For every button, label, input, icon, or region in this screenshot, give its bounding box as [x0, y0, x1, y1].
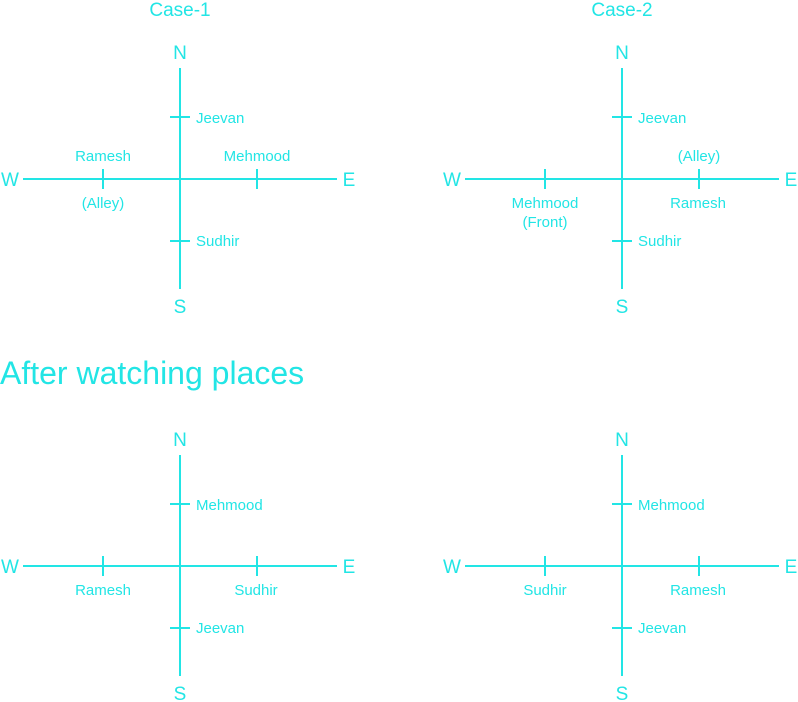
after1-south-label: S — [174, 684, 187, 702]
case2-south-tick-label: Sudhir — [638, 233, 681, 250]
after1-south-tick-label: Jeevan — [196, 620, 244, 637]
after2-east-label: E — [785, 557, 798, 578]
after1-west-label: W — [1, 557, 19, 578]
after1-east-label: E — [343, 557, 356, 578]
after1-north-label: N — [173, 430, 187, 451]
after-watching-heading: After watching places — [0, 355, 304, 391]
case1-west-label: W — [1, 170, 19, 191]
after2-west-label: W — [443, 557, 461, 578]
case1-south-tick-label: Sudhir — [196, 233, 239, 250]
case2-west-label: W — [443, 170, 461, 191]
after2-west-below-label: Sudhir — [523, 582, 566, 599]
case2-east-below-label: Ramesh — [670, 195, 726, 212]
after1-west-below-label: Ramesh — [75, 582, 131, 599]
case1-south-label: S — [174, 297, 187, 318]
case2-north-label: N — [615, 43, 629, 64]
after1-east-below-label: Sudhir — [234, 582, 277, 599]
case1-west-below-label: (Alley) — [82, 195, 125, 212]
case1-north-tick-label: Jeevan — [196, 110, 244, 127]
after2-south-label: S — [616, 684, 629, 702]
case2-south-label: S — [616, 297, 629, 318]
case-2-title: Case-2 — [591, 0, 652, 21]
after2-north-label: N — [615, 430, 629, 451]
case2-east-above-label: (Alley) — [678, 148, 721, 165]
case1-east-label: E — [343, 170, 356, 191]
case1-east-above-label: Mehmood — [224, 148, 291, 165]
after1-north-tick-label: Mehmood — [196, 497, 263, 514]
case2-north-tick-label: Jeevan — [638, 110, 686, 127]
case1-north-label: N — [173, 43, 187, 64]
case2-east-label: E — [785, 170, 798, 191]
case2-west-below-label: Mehmood(Front) — [512, 195, 579, 231]
after2-south-tick-label: Jeevan — [638, 620, 686, 637]
after2-north-tick-label: Mehmood — [638, 497, 705, 514]
after2-east-below-label: Ramesh — [670, 582, 726, 599]
case1-west-above-label: Ramesh — [75, 148, 131, 165]
case-1-title: Case-1 — [149, 0, 210, 21]
